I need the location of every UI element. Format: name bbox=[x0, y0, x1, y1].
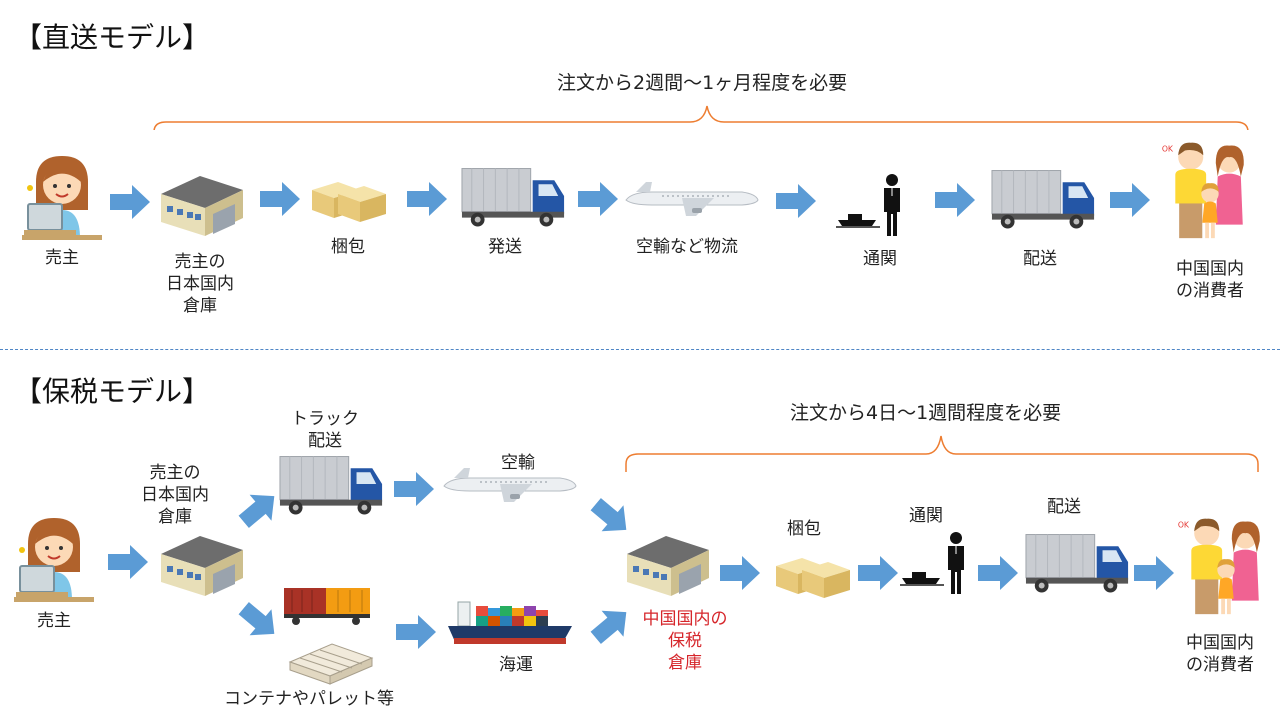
warehouse-label-line: 倉庫 bbox=[183, 296, 217, 316]
cargo-ship-icon bbox=[446, 600, 576, 650]
customs-officer-icon bbox=[900, 530, 980, 596]
warehouse-icon bbox=[154, 170, 246, 240]
arrow-up-right-icon bbox=[586, 600, 636, 650]
warehouse-label-line: 売主の bbox=[174, 252, 226, 272]
seller-label: 売主 bbox=[37, 611, 71, 631]
warehouse-icon bbox=[154, 530, 246, 600]
arrow-icon bbox=[978, 556, 1018, 590]
pallet-icon bbox=[286, 636, 376, 686]
warehouse-label-line: 日本国内 bbox=[166, 274, 234, 294]
packing-boxes-icon bbox=[308, 172, 388, 222]
consumer-label-line: 中国国内 bbox=[1186, 633, 1254, 653]
arrow-icon bbox=[407, 182, 447, 216]
packing-label: 梱包 bbox=[331, 237, 365, 257]
customs-label: 通関 bbox=[909, 506, 943, 526]
direct-model-title: 【直送モデル】 bbox=[14, 21, 211, 54]
truck-transport-label: トラック 配送 bbox=[270, 408, 380, 452]
arrow-icon bbox=[720, 556, 760, 590]
seller-icon bbox=[22, 152, 102, 242]
bonded-warehouse-icon bbox=[620, 530, 712, 600]
warehouse-label-line: 倉庫 bbox=[158, 507, 192, 527]
sea-transport-label: 海運 bbox=[499, 655, 533, 675]
truck-icon bbox=[278, 454, 386, 516]
bonded-warehouse-label: 中国国内の 保税 倉庫 bbox=[630, 608, 740, 674]
delivery-label: 配送 bbox=[1023, 249, 1057, 269]
arrow-icon bbox=[260, 182, 300, 216]
truck-label-line: トラック bbox=[291, 409, 359, 429]
delivery-truck-icon bbox=[1024, 532, 1132, 594]
direct-brace bbox=[153, 105, 1249, 130]
consumer-label: 中国国内 の消費者 bbox=[1150, 258, 1270, 302]
family-icon bbox=[1160, 136, 1260, 242]
arrow-icon bbox=[110, 185, 150, 219]
delivery-label: 配送 bbox=[1047, 497, 1081, 517]
consumer-label-line: の消費者 bbox=[1176, 281, 1244, 301]
arrow-down-right-icon bbox=[234, 596, 284, 646]
arrow-icon bbox=[858, 556, 898, 590]
air-transport-label: 空輸 bbox=[501, 453, 535, 473]
consumer-label-line: 中国国内 bbox=[1176, 259, 1244, 279]
warehouse-label-line: 日本国内 bbox=[141, 485, 209, 505]
delivery-truck-icon bbox=[990, 168, 1098, 230]
truck-icon bbox=[460, 166, 568, 228]
container-icon bbox=[282, 586, 372, 626]
arrow-icon bbox=[1134, 556, 1174, 590]
bonded-warehouse-label-line: 保税 bbox=[668, 631, 702, 651]
warehouse-label: 売主の 日本国内 倉庫 bbox=[145, 251, 255, 317]
bonded-brace bbox=[625, 435, 1259, 472]
bonded-warehouse-label-line: 倉庫 bbox=[668, 653, 702, 673]
bonded-warehouse-label-line: 中国国内の bbox=[642, 609, 728, 629]
arrow-up-right-icon bbox=[234, 484, 284, 534]
container-pallet-label: コンテナやパレット等 bbox=[224, 689, 394, 709]
bonded-model-title: 【保税モデル】 bbox=[14, 375, 211, 408]
air-logistics-label: 空輸など物流 bbox=[636, 237, 738, 257]
arrow-icon bbox=[935, 183, 975, 217]
family-icon bbox=[1176, 512, 1276, 618]
consumer-label-line: の消費者 bbox=[1186, 655, 1254, 675]
seller-label: 売主 bbox=[45, 248, 79, 268]
shipping-label: 発送 bbox=[488, 237, 522, 257]
airplane-icon bbox=[440, 464, 580, 504]
direct-lead-time-note: 注文から2週間～1ヶ月程度を必要 bbox=[557, 72, 848, 94]
airplane-icon bbox=[622, 178, 762, 218]
bonded-lead-time-note: 注文から4日～1週間程度を必要 bbox=[790, 402, 1062, 424]
arrow-icon bbox=[108, 545, 148, 579]
customs-label: 通関 bbox=[863, 249, 897, 269]
arrow-icon bbox=[394, 472, 434, 506]
customs-officer-icon bbox=[836, 172, 916, 238]
warehouse-label-line: 売主の bbox=[149, 463, 201, 483]
consumer-label: 中国国内 の消費者 bbox=[1160, 632, 1280, 676]
bonded-warehouse-origin-label: 売主の 日本国内 倉庫 bbox=[120, 462, 230, 528]
truck-label-line: 配送 bbox=[308, 431, 342, 451]
arrow-icon bbox=[1110, 183, 1150, 217]
packing-label: 梱包 bbox=[787, 519, 821, 539]
section-divider bbox=[0, 349, 1280, 350]
seller-icon bbox=[14, 514, 94, 604]
packing-boxes-icon bbox=[772, 548, 852, 598]
arrow-icon bbox=[578, 182, 618, 216]
arrow-icon bbox=[776, 184, 816, 218]
arrow-icon bbox=[396, 615, 436, 649]
